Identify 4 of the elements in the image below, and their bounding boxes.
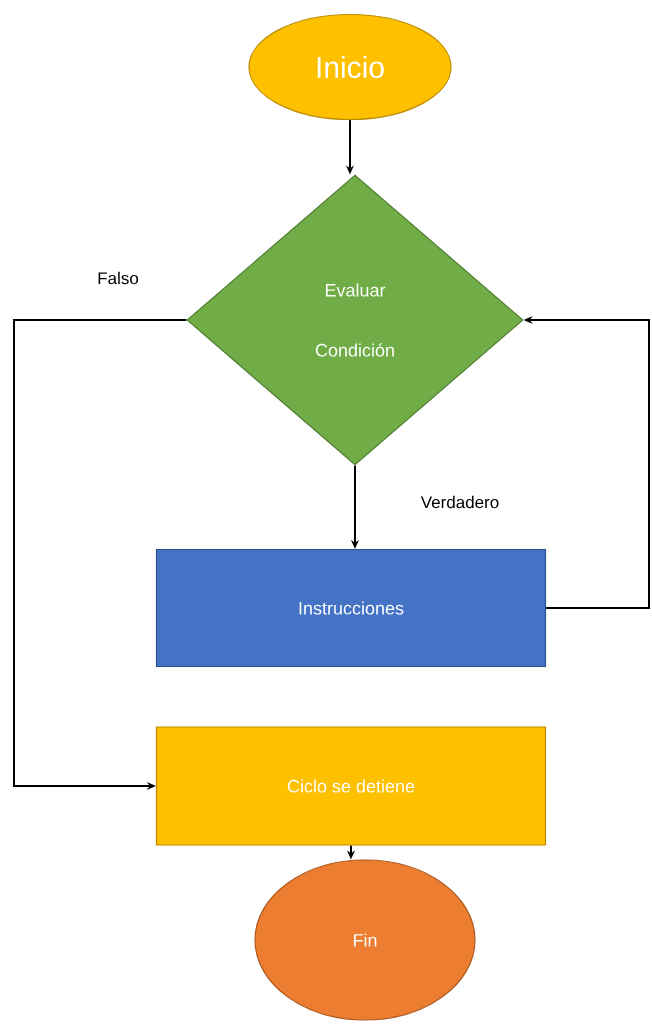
process-box: Instrucciones <box>155 548 547 668</box>
edge-label: Verdadero <box>419 494 501 510</box>
process-box: Ciclo se detiene <box>155 726 547 846</box>
edge-label: Falso <box>96 270 140 286</box>
